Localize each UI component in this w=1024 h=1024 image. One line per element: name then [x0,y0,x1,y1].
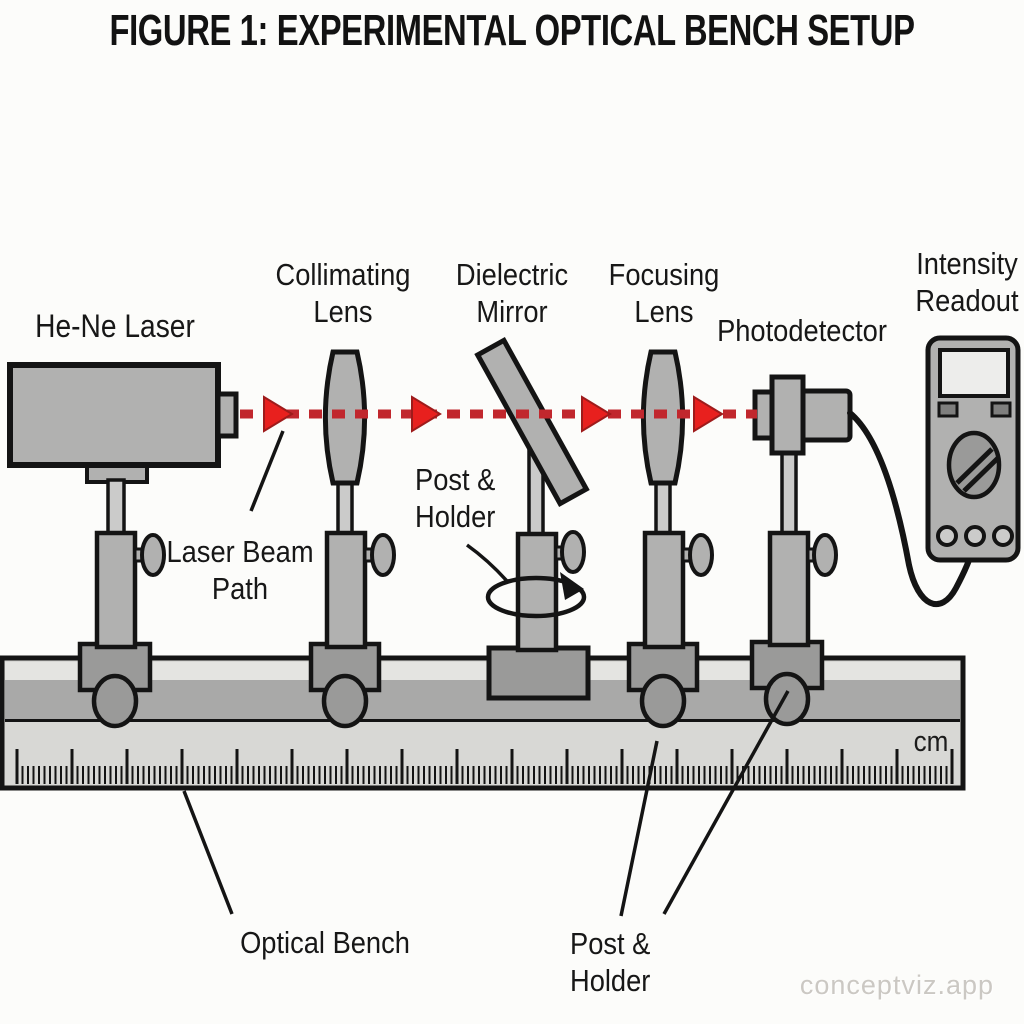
photodetector-flange [769,374,806,456]
focusing-lens-base-foot [639,673,687,729]
laser-base-foot [91,673,139,729]
label-intensity-readout: Intensity Readout [915,246,1019,318]
collimating-holder [324,530,368,650]
laser-post-holder [85,462,166,650]
beam-arrowhead [693,395,724,433]
watermark: conceptviz.app [799,970,994,1000]
leader-optical-bench [182,790,234,915]
leader-post-holder-photodetector [662,690,790,915]
dial-stripe [955,447,994,485]
leader-post-holder-focusing [619,740,659,917]
beam-arrowhead [581,395,612,433]
laser-beam [240,395,757,433]
photodetector [752,374,853,456]
mirror-knob [560,530,586,574]
beam-arrowhead [263,395,294,433]
label-collimating-lens: Collimating Lens [275,257,411,329]
signal-wire [847,410,976,608]
label-post-holder-bottom: Post & Holder [570,926,651,998]
mirror-base [486,645,591,701]
ruler-unit-label: cm [913,726,949,758]
ruler-scale [15,749,954,784]
collimating-post-holder [324,481,396,650]
label-post-holder-mirror: Post & Holder [415,462,496,534]
figure-title: FIGURE 1: EXPERIMENTAL OPTICAL BENCH SET… [9,6,1015,55]
focusing-post [654,481,672,539]
he-ne-laser [7,362,239,468]
dial-stripe [962,456,1000,493]
label-he-ne-laser: He-Ne Laser [35,308,195,344]
leader-post-holder-mirror [465,543,509,583]
multimeter-jack [964,525,986,547]
label-laser-beam-path: Laser Beam Path [166,534,314,606]
multimeter-button-right [990,401,1012,418]
laser-base [77,641,153,693]
laser-post [106,478,126,540]
focusing-post-holder [642,481,714,650]
leader-laser-beam-path [249,430,285,512]
laser-aperture [215,391,239,439]
multimeter-display [938,348,1010,398]
collimating-knob [370,533,396,577]
leader-lines [182,430,790,917]
multimeter [925,335,1021,563]
label-optical-bench: Optical Bench [240,925,410,960]
bench-rail-top [5,662,960,680]
photodetector-knob [812,533,838,577]
photodetector-post-holder [767,450,838,648]
laser-holder [94,530,138,650]
focusing-knob [688,533,714,577]
photodetector-post [780,450,798,539]
label-focusing-lens: Focusing Lens [608,257,720,329]
label-dielectric-mirror: Dielectric Mirror [455,257,569,329]
focusing-holder [642,530,686,650]
laser-knob [140,533,166,577]
collimating-post [336,481,354,539]
mirror-holder [515,531,559,653]
photodetector-holder [767,530,811,648]
multimeter-button-left [937,401,959,418]
multimeter-jack [992,525,1014,547]
figure-title-text: FIGURE 1: EXPERIMENTAL OPTICAL BENCH SET… [109,6,915,55]
beam-arrowhead [411,395,442,433]
post-bases [77,639,825,729]
rotation-arrowhead [560,572,584,600]
collimating-lens-base-foot [321,673,369,729]
laser-housing [7,362,221,468]
photodetector-body [798,388,853,443]
rotation-arrow-ellipse [485,575,587,619]
multimeter-jack [936,525,958,547]
label-photodetector: Photodetector [717,313,887,348]
